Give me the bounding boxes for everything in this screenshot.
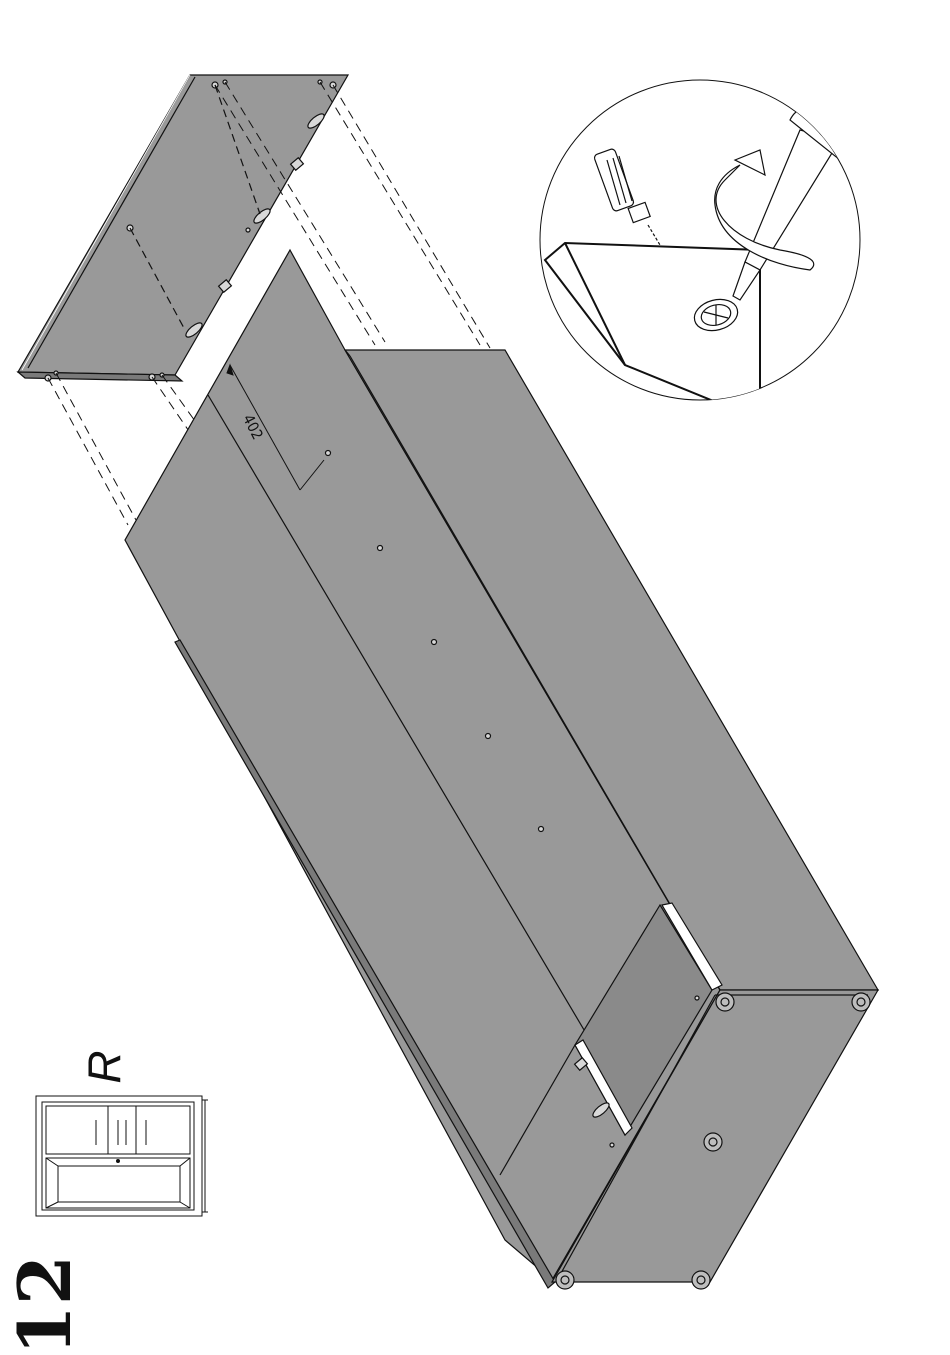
cabinet-body — [125, 250, 878, 1289]
detail-callout — [540, 80, 860, 420]
cabinet-front-thumbnail-icon — [36, 1096, 208, 1216]
side-label: R — [88, 1040, 121, 1094]
dimension-label: 402 — [240, 418, 266, 436]
step-number: 12 — [10, 1255, 120, 1325]
